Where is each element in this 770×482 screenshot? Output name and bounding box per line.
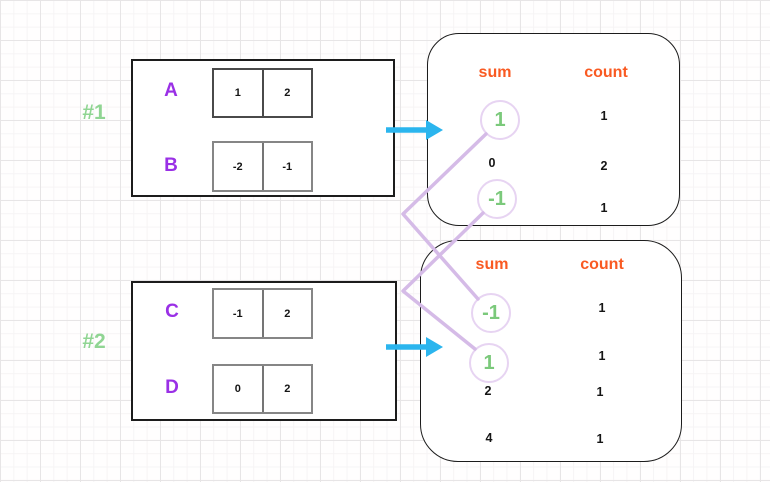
array-a-label: A [164, 80, 178, 101]
group1-row0-sum: 1 [494, 108, 506, 131]
array-c-label: C [165, 301, 179, 322]
array-d-label: D [165, 377, 179, 398]
group2-sum-header: sum [475, 256, 509, 273]
group1-count-header: count [584, 64, 628, 81]
group2-row2-count: 1 [596, 385, 604, 399]
group1-label: #1 [82, 101, 106, 124]
array-c-cell-1: 2 [284, 307, 291, 320]
array-d-cell-0: 0 [214, 366, 264, 412]
group2-row2-sum: 2 [484, 384, 492, 398]
array-a-cell-1: 2 [284, 87, 291, 99]
array-a-cell-0: 1 [214, 70, 264, 116]
group1-sum-neg1-circled: -1 [477, 179, 517, 219]
group1-sum-1-circled: 1 [480, 100, 520, 140]
array-c-cell-0: -1 [214, 290, 264, 337]
array-b-label: B [164, 155, 178, 176]
group2-row1-count: 1 [598, 349, 606, 363]
group2-count-header: count [580, 256, 624, 273]
array-a-cells: 1 2 [212, 68, 313, 118]
array-d-cells: 0 2 [212, 364, 313, 414]
group2-result-panel [420, 240, 682, 462]
group1-row1-count: 2 [600, 159, 608, 173]
group1-row0-count: 1 [600, 109, 608, 123]
array-b-cells: -2 -1 [212, 141, 313, 192]
group2-row3-count: 1 [596, 432, 604, 446]
array-c-cells: -1 2 [212, 288, 313, 339]
group2-row3-sum: 4 [485, 431, 493, 445]
group1-sum-header: sum [478, 64, 512, 81]
group1-row2-sum: -1 [488, 187, 506, 210]
group2-row1-sum: 1 [483, 351, 495, 374]
array-b-cell-1: -1 [282, 160, 293, 173]
array-d-cell-1: 2 [284, 383, 291, 395]
group2-row0-count: 1 [598, 301, 606, 315]
group2-row0-sum: -1 [482, 301, 500, 324]
group1-row1-sum: 0 [488, 156, 496, 170]
group2-label: #2 [82, 330, 106, 353]
group2-sum-neg1-circled: -1 [471, 293, 511, 333]
group2-sum-1-circled: 1 [469, 343, 509, 383]
group1-row2-count: 1 [600, 201, 608, 215]
array-b-cell-0: -2 [214, 143, 264, 190]
